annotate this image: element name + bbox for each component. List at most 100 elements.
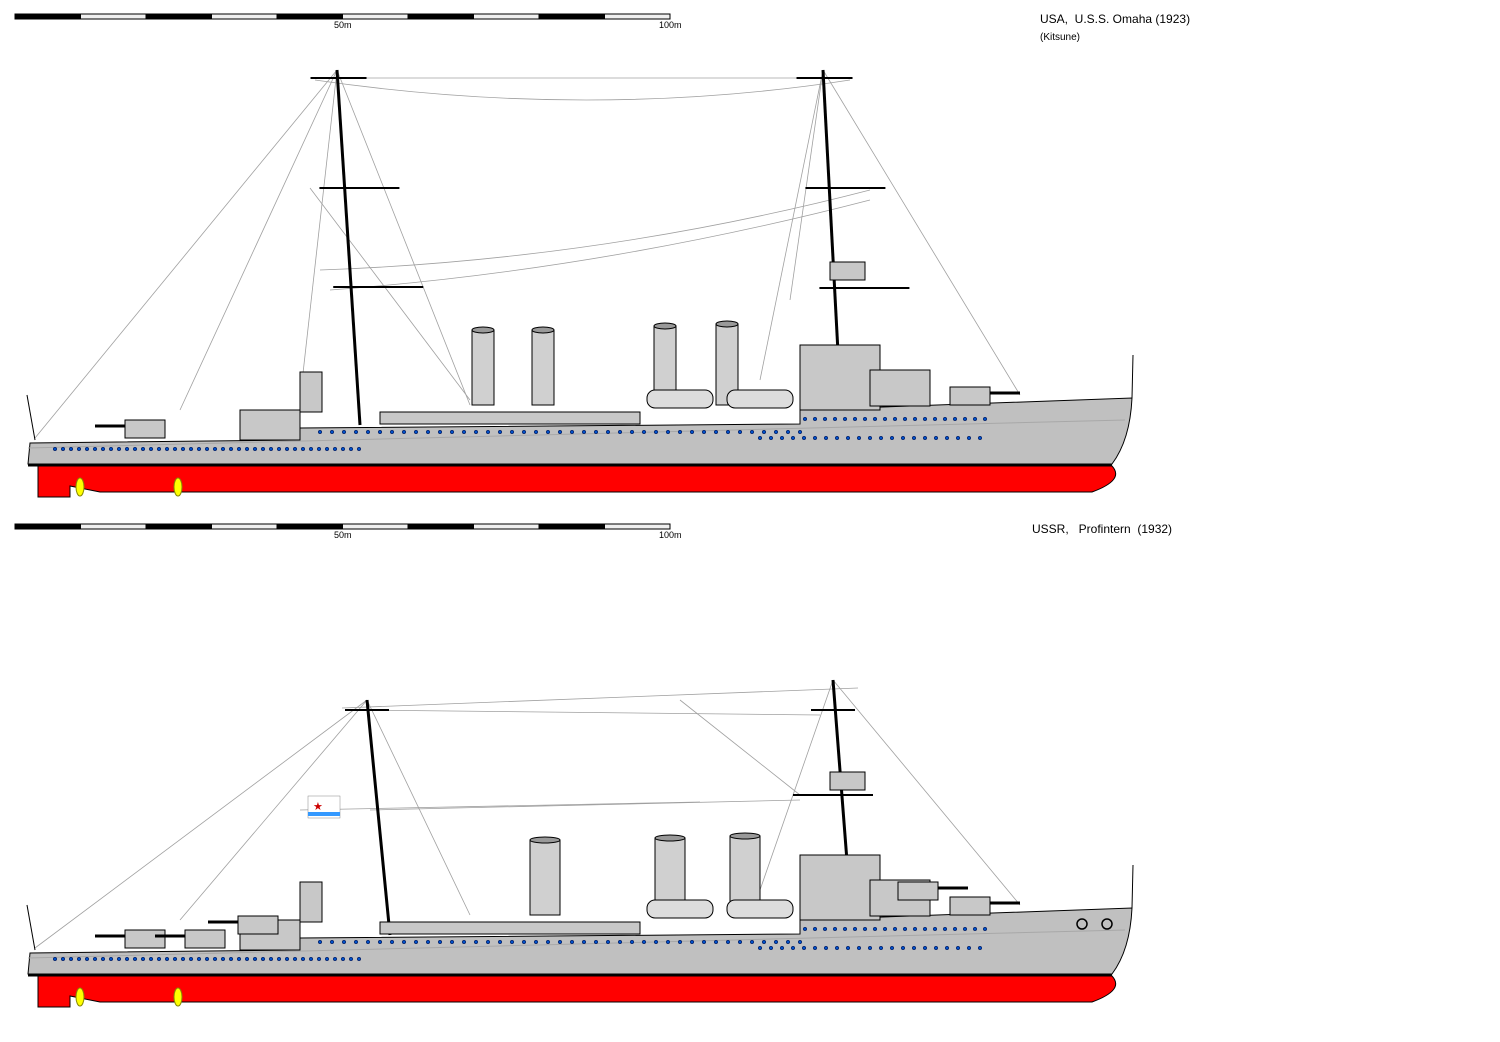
porthole bbox=[942, 926, 948, 932]
porthole bbox=[605, 429, 611, 435]
deckhouse bbox=[379, 411, 641, 425]
propeller-icon bbox=[173, 477, 183, 497]
scale-bar-segment bbox=[80, 13, 147, 20]
porthole bbox=[108, 956, 114, 962]
porthole bbox=[972, 416, 978, 422]
gun-turret bbox=[184, 929, 226, 949]
porthole bbox=[845, 435, 851, 441]
porthole bbox=[449, 429, 455, 435]
scale-bar-segment bbox=[145, 13, 212, 20]
scale-bar-segment bbox=[342, 13, 409, 20]
porthole bbox=[922, 435, 928, 441]
porthole bbox=[768, 435, 774, 441]
porthole bbox=[912, 416, 918, 422]
scale-bar-segment bbox=[473, 523, 540, 530]
scale-bar-segment bbox=[538, 523, 605, 530]
porthole bbox=[862, 926, 868, 932]
antenna-wire bbox=[314, 79, 851, 101]
porthole bbox=[100, 956, 106, 962]
porthole bbox=[485, 429, 491, 435]
porthole bbox=[862, 416, 868, 422]
forward-deckhouse bbox=[869, 369, 931, 407]
porthole bbox=[653, 939, 659, 945]
porthole bbox=[401, 939, 407, 945]
rigging-line bbox=[179, 699, 368, 921]
porthole bbox=[76, 956, 82, 962]
porthole bbox=[955, 945, 961, 951]
porthole bbox=[425, 939, 431, 945]
scale-bar-segment bbox=[14, 523, 81, 530]
rigging-line bbox=[34, 699, 368, 949]
scale-bar-segment bbox=[14, 13, 81, 20]
porthole bbox=[204, 956, 210, 962]
porthole bbox=[822, 416, 828, 422]
porthole bbox=[521, 939, 527, 945]
porthole bbox=[52, 956, 58, 962]
porthole bbox=[761, 939, 767, 945]
porthole bbox=[236, 446, 242, 452]
porthole bbox=[92, 446, 98, 452]
porthole bbox=[842, 416, 848, 422]
porthole bbox=[785, 429, 791, 435]
porthole bbox=[228, 956, 234, 962]
porthole bbox=[689, 429, 695, 435]
porthole bbox=[84, 446, 90, 452]
porthole bbox=[852, 926, 858, 932]
jack-staff bbox=[1131, 354, 1134, 399]
porthole bbox=[132, 446, 138, 452]
porthole bbox=[377, 429, 383, 435]
scale1-end-label: 100m bbox=[659, 20, 682, 30]
porthole bbox=[802, 926, 808, 932]
funnel-cap bbox=[654, 834, 686, 842]
porthole bbox=[449, 939, 455, 945]
porthole bbox=[972, 926, 978, 932]
porthole bbox=[365, 429, 371, 435]
scale-bar-segment bbox=[604, 523, 671, 530]
porthole bbox=[300, 446, 306, 452]
porthole bbox=[348, 446, 354, 452]
porthole bbox=[593, 429, 599, 435]
porthole bbox=[244, 446, 250, 452]
porthole bbox=[108, 446, 114, 452]
gun-turret bbox=[897, 881, 939, 901]
porthole bbox=[773, 429, 779, 435]
porthole bbox=[389, 429, 395, 435]
porthole bbox=[341, 939, 347, 945]
scale-bar-segment bbox=[342, 523, 409, 530]
porthole bbox=[461, 939, 467, 945]
porthole bbox=[140, 956, 146, 962]
rigging-line bbox=[759, 69, 824, 381]
rigging-line bbox=[34, 69, 338, 439]
scale-bar-segment bbox=[211, 523, 278, 530]
scale-bar-segment bbox=[407, 523, 474, 530]
porthole bbox=[812, 926, 818, 932]
lifeboat bbox=[726, 899, 794, 919]
porthole bbox=[900, 945, 906, 951]
hull-line bbox=[27, 419, 1126, 449]
porthole bbox=[425, 429, 431, 435]
porthole bbox=[116, 446, 122, 452]
fore-mast bbox=[821, 69, 842, 391]
bridge bbox=[799, 344, 881, 411]
porthole bbox=[617, 939, 623, 945]
porthole bbox=[353, 939, 359, 945]
porthole bbox=[581, 939, 587, 945]
porthole bbox=[982, 926, 988, 932]
porthole bbox=[773, 939, 779, 945]
rigging-line bbox=[789, 69, 824, 301]
anchor-icon bbox=[1101, 918, 1113, 930]
porthole bbox=[797, 429, 803, 435]
porthole bbox=[872, 416, 878, 422]
porthole bbox=[329, 939, 335, 945]
underwater-hull bbox=[37, 975, 1117, 1008]
porthole bbox=[641, 939, 647, 945]
porthole bbox=[952, 416, 958, 422]
porthole bbox=[932, 926, 938, 932]
porthole bbox=[779, 435, 785, 441]
rigging-line bbox=[179, 69, 338, 411]
porthole bbox=[188, 446, 194, 452]
ship1-author: (Kitsune) bbox=[1040, 32, 1081, 43]
porthole bbox=[164, 446, 170, 452]
porthole bbox=[653, 429, 659, 435]
